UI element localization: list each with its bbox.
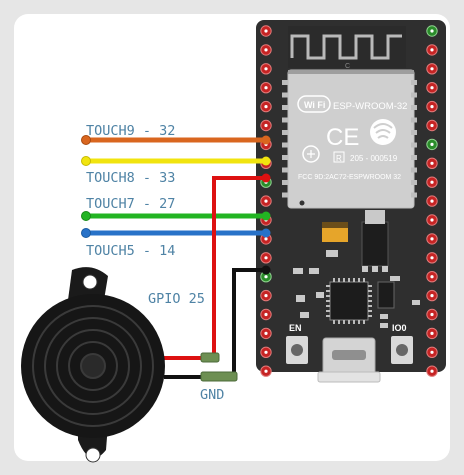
label-touch9: TOUCH9 - 32 <box>86 123 175 139</box>
usb-uart-chip <box>329 281 369 321</box>
antenna-c-label: C <box>345 63 350 70</box>
svg-text:Wi Fi: Wi Fi <box>304 100 325 110</box>
module-name: ESP-WROOM-32 <box>333 101 407 112</box>
wires <box>81 135 271 382</box>
label-touch8: TOUCH8 - 33 <box>86 170 175 186</box>
fcc-id: FCC 9D:2AC72-ESPWROOM 32 <box>298 174 401 181</box>
svg-text:CE: CE <box>326 124 359 151</box>
wifi-logo-icon: Wi Fi <box>297 95 331 113</box>
weee-icon <box>370 119 396 145</box>
antenna-trace <box>290 34 402 60</box>
wire-gpio25 <box>164 176 266 360</box>
header-pins-right <box>426 25 438 377</box>
esp32-board: C Wi Fi ESP-WROOM-32 CE R 205 - 000519 F… <box>256 20 446 383</box>
r-mark: R <box>336 154 342 163</box>
en-label: EN <box>289 323 302 333</box>
buzzer-icon <box>21 267 165 463</box>
label-gnd: GND <box>200 387 224 403</box>
cert-number: 205 - 000519 <box>350 154 398 163</box>
wire-gnd <box>164 268 266 379</box>
fcc-icon <box>302 145 320 163</box>
label-touch7: TOUCH7 - 27 <box>86 196 175 212</box>
ce-mark-icon: CE <box>326 124 359 151</box>
label-touch5: TOUCH5 - 14 <box>86 243 175 259</box>
voltage-regulator <box>361 221 389 267</box>
module-pads <box>282 80 417 198</box>
io0-label: IO0 <box>392 323 407 333</box>
label-gpio25: GPIO 25 <box>148 291 205 307</box>
